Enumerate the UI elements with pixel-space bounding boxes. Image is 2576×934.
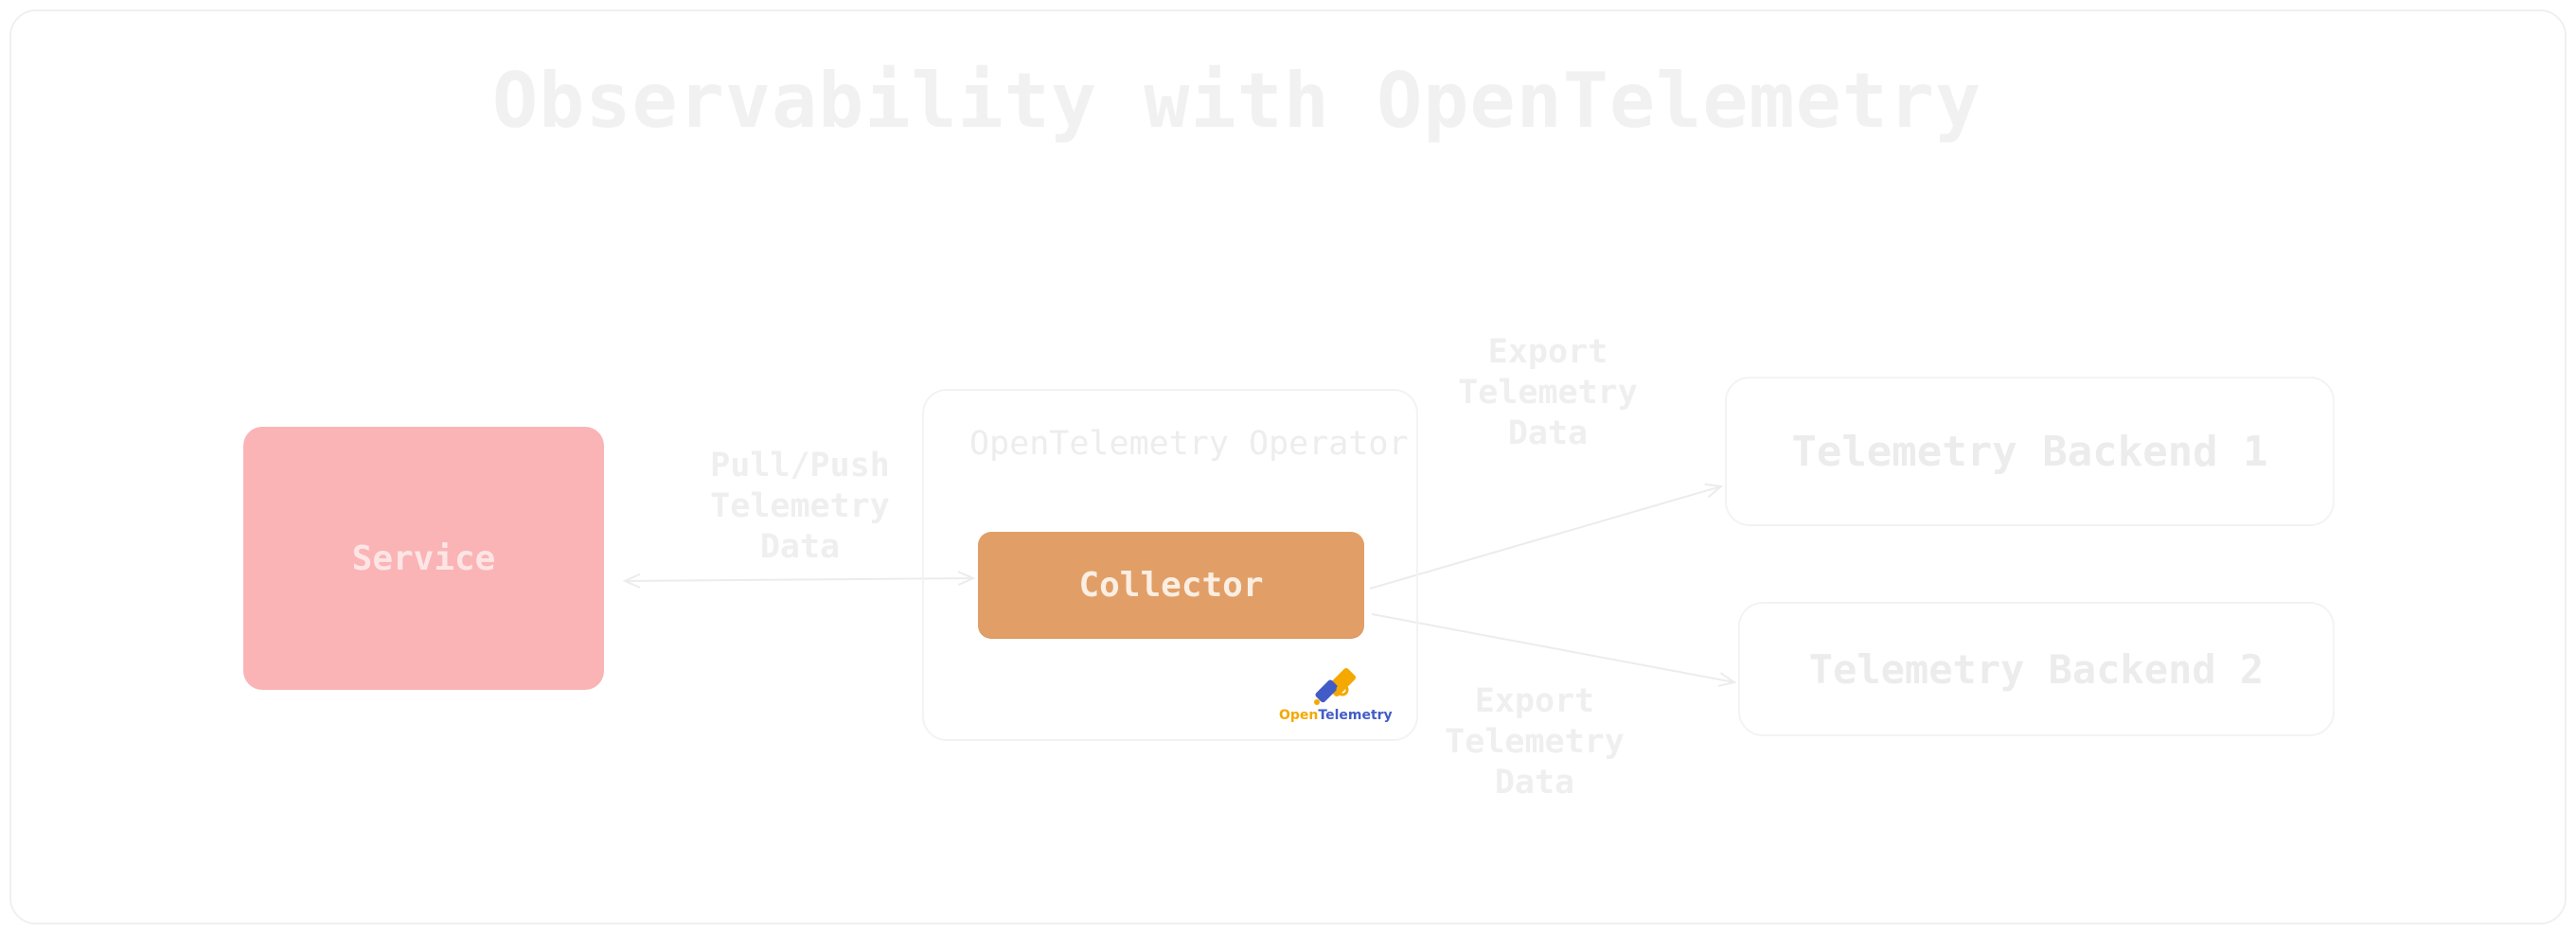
- service-node[interactable]: Service: [243, 427, 604, 690]
- telescope-icon: [1314, 667, 1357, 705]
- backend-1-node[interactable]: Telemetry Backend 1: [1725, 377, 2335, 526]
- collector-label: Collector: [1078, 565, 1264, 605]
- opentelemetry-logo: OpenTelemetry: [1279, 661, 1393, 729]
- operator-group[interactable]: OpenTelemetry Operator: [922, 389, 1418, 741]
- service-label: Service: [351, 538, 496, 578]
- operator-label: OpenTelemetry Operator: [969, 425, 1409, 463]
- edge-service-collector: [625, 578, 973, 581]
- edge-label-pull-push: Pull/Push Telemetry Data: [710, 447, 890, 566]
- backend-2-node[interactable]: Telemetry Backend 2: [1738, 602, 2335, 736]
- edge-collector-backend2: [1371, 613, 1734, 682]
- collector-node[interactable]: Collector: [978, 532, 1364, 638]
- edge-label-export-1: Export Telemetry Data: [1458, 333, 1638, 452]
- canvas-frame: [9, 9, 2567, 925]
- edge-collector-backend1: [1369, 486, 1721, 590]
- backend-1-label: Telemetry Backend 1: [1791, 427, 2268, 476]
- backend-2-label: Telemetry Backend 2: [1808, 645, 2265, 693]
- opentelemetry-wordmark: OpenTelemetry: [1279, 708, 1393, 723]
- edge-label-export-2: Export Telemetry Data: [1445, 682, 1625, 802]
- diagram-title: Observability with OpenTelemetry: [492, 57, 1982, 145]
